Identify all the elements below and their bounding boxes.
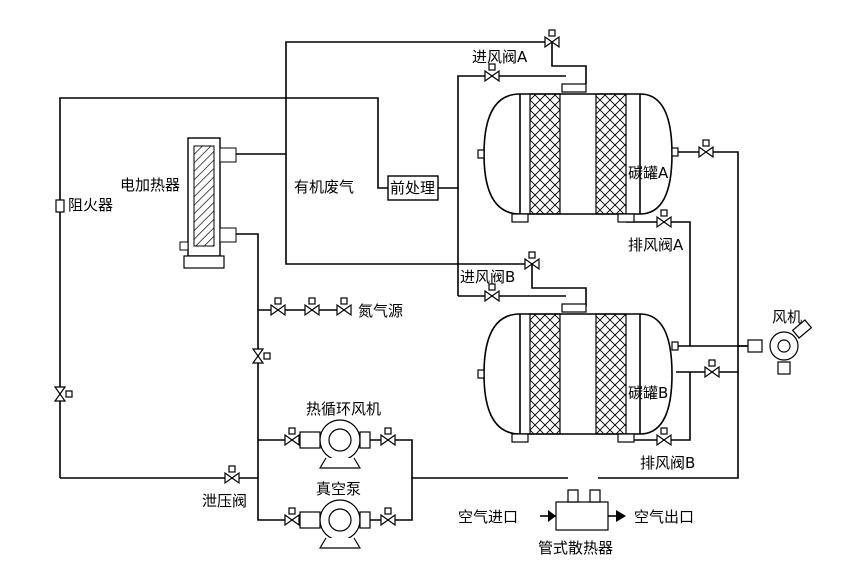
label-electric-heater: 电加热器 — [120, 176, 180, 194]
label-vacuum-pump: 真空泵 — [316, 480, 361, 498]
vacuum-pump — [299, 499, 371, 549]
valve-exhaust-b — [656, 427, 672, 447]
carbon-tank-b — [477, 303, 679, 443]
valve-pressure-relief — [224, 465, 240, 485]
valve-intake-b — [484, 283, 500, 303]
pipes — [59, 41, 748, 521]
main-fan — [747, 319, 813, 375]
flame-arrester-symbol — [55, 199, 65, 213]
label-organic-waste-gas: 有机废气 — [294, 178, 354, 196]
label-intake-valve-a: 进风阀A — [472, 48, 528, 66]
label-air-outlet: 空气出口 — [634, 508, 694, 526]
label-exhaust-valve-b: 排风阀B — [640, 454, 695, 472]
hot-circ-fan — [299, 419, 371, 469]
labels: 进风阀A 进风阀B 排风阀A 排风阀B 碳罐A 碳罐B 电加热器 有机废气 前处… — [68, 48, 802, 557]
valve-flame-line — [53, 386, 73, 402]
label-exhaust-valve-a: 排风阀A — [628, 236, 684, 254]
label-pretreatment: 前处理 — [390, 179, 435, 197]
label-nitrogen-source: 氮气源 — [358, 302, 403, 320]
valve-intake-b-top — [524, 251, 540, 271]
electric-heater — [179, 137, 237, 269]
valves — [53, 29, 720, 527]
label-air-inlet: 空气进口 — [458, 508, 518, 526]
label-intake-valve-b: 进风阀B — [460, 268, 515, 286]
label-fan: 风机 — [772, 308, 802, 326]
label-carbon-tank-a: 碳罐A — [628, 164, 669, 182]
valve-nitrogen-3 — [336, 297, 352, 317]
label-pressure-relief-valve: 泄压阀 — [202, 492, 247, 510]
valve-pump-in — [284, 507, 300, 527]
valve-intake-a — [484, 63, 500, 83]
valve-nitrogen-1 — [270, 297, 286, 317]
valve-fan-out — [380, 427, 396, 447]
valve-tank-b-outlet — [704, 359, 720, 379]
label-hot-circ-fan: 热循环风机 — [306, 400, 381, 418]
label-flame-arrester: 阻火器 — [68, 196, 113, 214]
valve-tank-a-outlet — [698, 139, 714, 159]
tube-radiator — [540, 489, 626, 531]
valve-heater-line — [251, 348, 271, 364]
pretreatment-box — [387, 175, 439, 201]
valve-exhaust-a — [656, 209, 672, 229]
valve-intake-a-top — [544, 29, 560, 49]
label-tube-radiator: 管式散热器 — [538, 539, 613, 557]
valve-fan-in — [284, 427, 300, 447]
valve-nitrogen-2 — [304, 297, 320, 317]
carbon-tank-a — [477, 83, 679, 223]
valve-pump-out — [380, 507, 396, 527]
label-carbon-tank-b: 碳罐B — [628, 384, 668, 402]
